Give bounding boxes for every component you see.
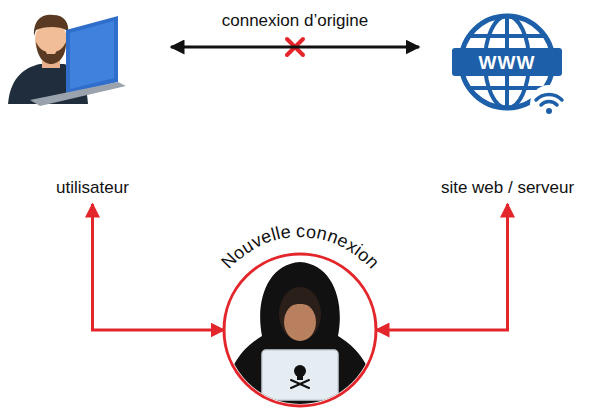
hacker-figure <box>222 254 378 410</box>
node-label: utilisateur <box>14 178 171 198</box>
intercepted-connection <box>93 204 225 330</box>
user-node: utilisateur <box>14 5 171 200</box>
laptop <box>30 16 126 106</box>
server-node: site web / serveur <box>419 0 596 200</box>
original-connection <box>171 46 419 49</box>
attacker-node: Nouvelle connexion <box>224 254 376 406</box>
connector-label: connexion d’origine <box>218 11 373 31</box>
node-label: site web / serveur <box>419 178 596 198</box>
curved-letter: e <box>279 222 292 241</box>
curved-letter <box>290 222 296 240</box>
globe-icon <box>452 14 568 123</box>
curved-letter: c <box>296 222 305 240</box>
curved-label: Nouvelle connexion <box>224 254 376 406</box>
intercepted-connection <box>376 204 508 330</box>
globe-text: WWW <box>479 53 536 72</box>
